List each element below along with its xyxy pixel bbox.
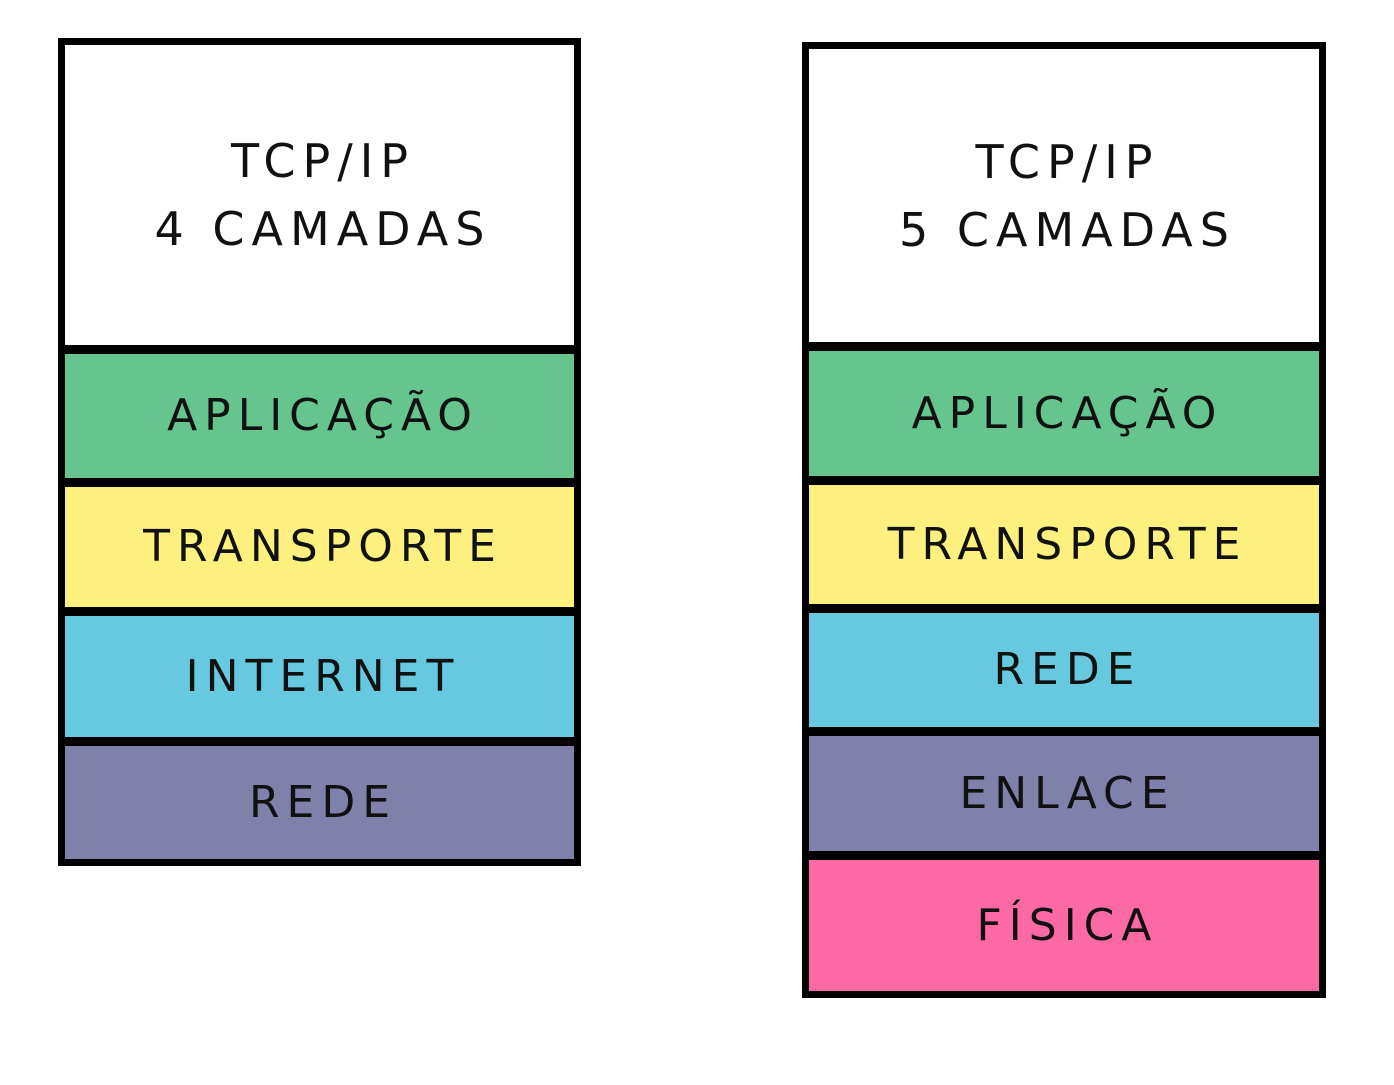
layer-network: REDE: [809, 613, 1319, 727]
layer-transport: TRANSPORTE: [809, 485, 1319, 604]
layer-link: ENLACE: [809, 736, 1319, 851]
stack-title-block: TCP/IP 5 CAMADAS: [809, 49, 1319, 342]
stack-title-line2: 4 CAMADAS: [154, 202, 492, 256]
stack-title-block: TCP/IP 4 CAMADAS: [65, 45, 574, 345]
layer-transport: TRANSPORTE: [65, 487, 574, 607]
tcpip-4-layers-stack: TCP/IP 4 CAMADAS APLICAÇÃO TRANSPORTE IN…: [58, 38, 581, 866]
stack-title-line2: 5 CAMADAS: [899, 202, 1236, 257]
tcpip-5-layers-stack: TCP/IP 5 CAMADAS APLICAÇÃO TRANSPORTE RE…: [802, 42, 1326, 998]
stack-title-line1: TCP/IP: [230, 134, 416, 188]
layer-physical: FÍSICA: [809, 860, 1319, 991]
layer-application: APLICAÇÃO: [65, 354, 574, 478]
layer-application: APLICAÇÃO: [809, 351, 1319, 476]
layer-network: REDE: [65, 746, 574, 859]
stack-title-line1: TCP/IP: [975, 134, 1160, 189]
layer-internet: INTERNET: [65, 616, 574, 737]
